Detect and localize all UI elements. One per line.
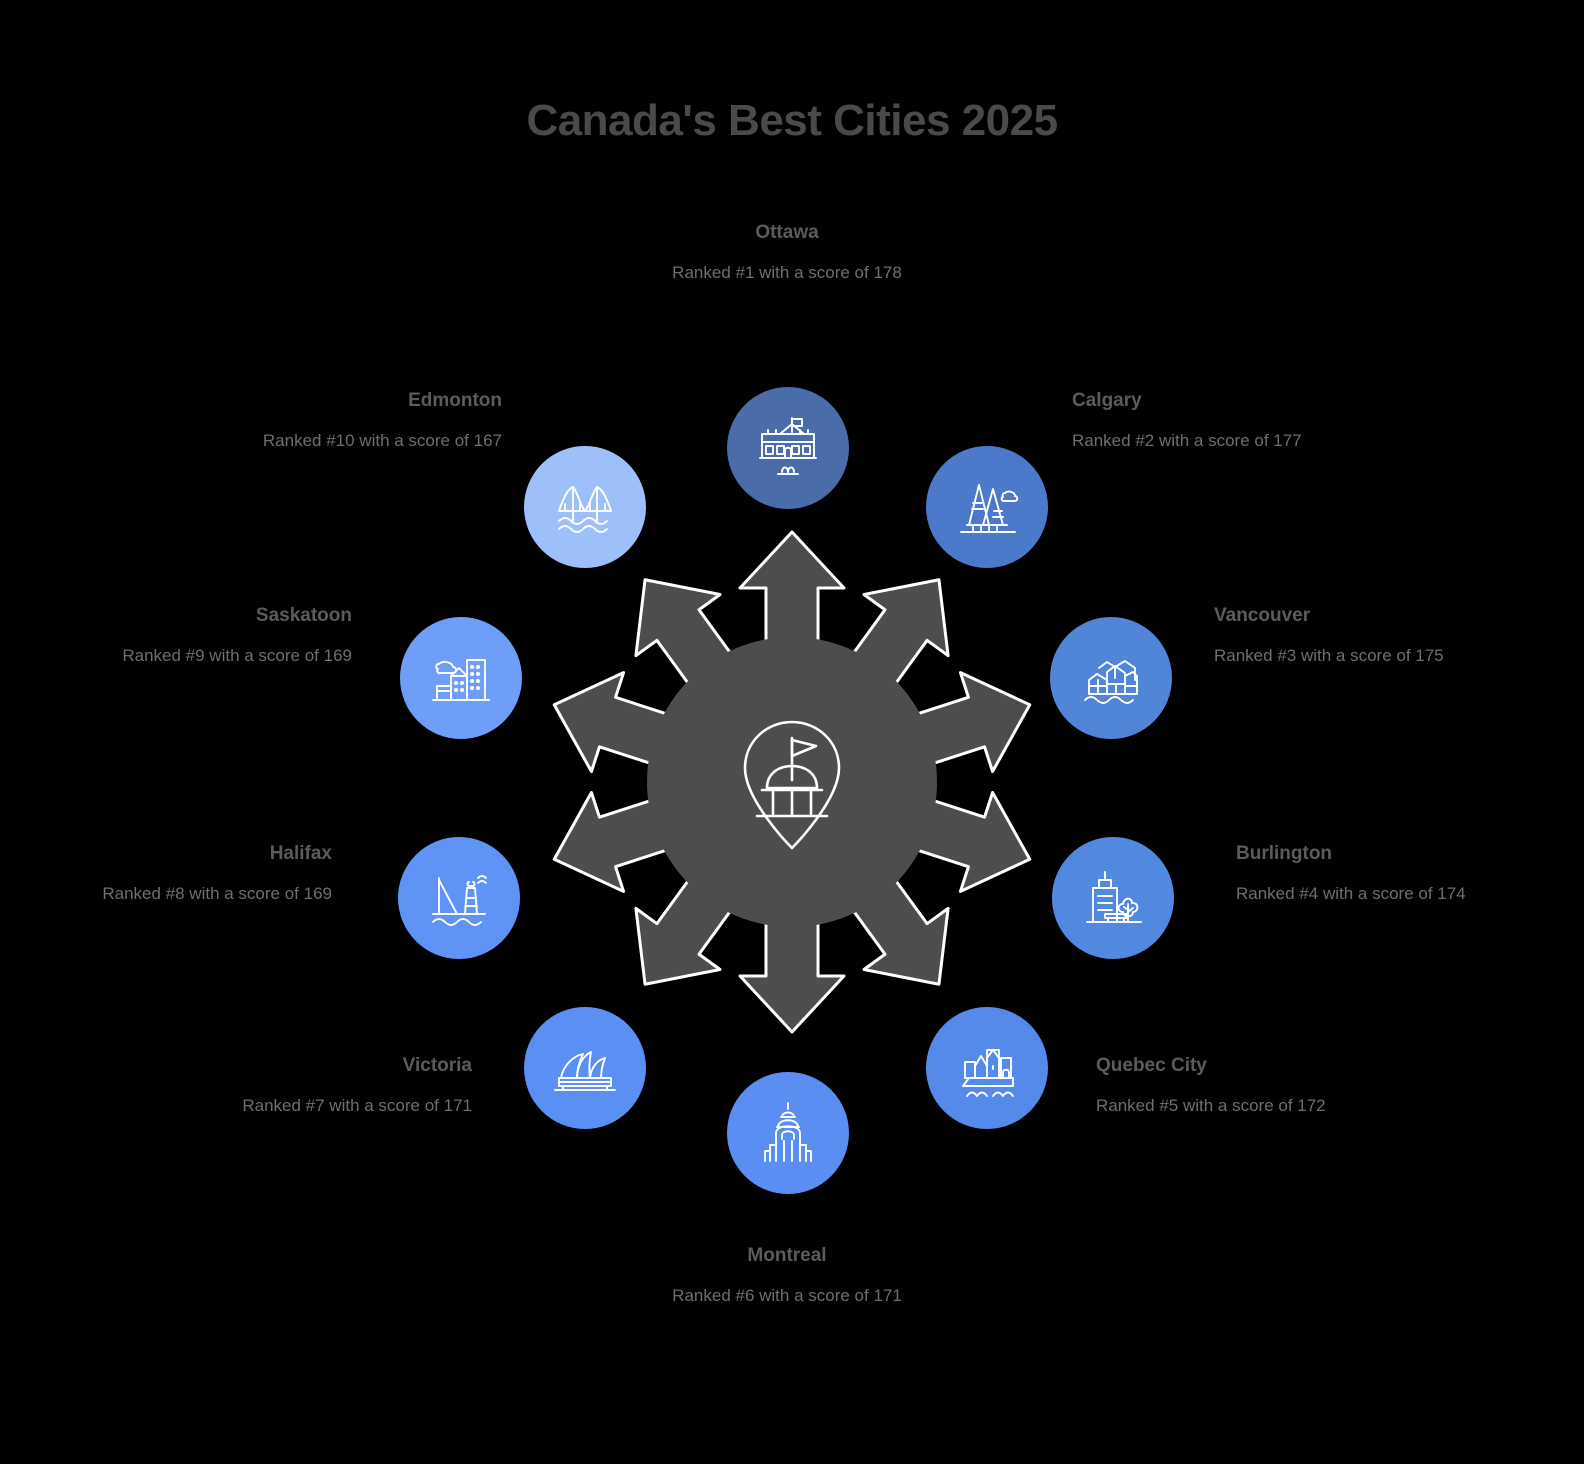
city-name: Edmonton (408, 390, 502, 411)
city-name: Quebec City (1096, 1055, 1207, 1076)
parliament-building-icon (759, 417, 817, 475)
city-label-saskatoon: Saskatoon Ranked #9 with a score of 169 (62, 605, 352, 668)
city-name: Calgary (1072, 390, 1142, 411)
city-label-ottawa: Ottawa Ranked #1 with a score of 178 (622, 222, 952, 285)
city-description: Ranked #8 with a score of 169 (102, 883, 332, 903)
city-description: Ranked #3 with a score of 175 (1214, 645, 1444, 665)
city-description: Ranked #1 with a score of 178 (672, 262, 902, 282)
city-icon-circle-victoria[interactable] (524, 1007, 646, 1129)
city-name: Halifax (269, 843, 332, 864)
city-icon-circle-burlington[interactable] (1052, 837, 1174, 959)
city-description: Ranked #9 with a score of 169 (122, 645, 352, 665)
city-name: Montreal (747, 1245, 827, 1266)
city-description: Ranked #6 with a score of 171 (672, 1285, 902, 1305)
suspension-bridge-icon (558, 486, 612, 533)
city-label-victoria: Victoria Ranked #7 with a score of 171 (182, 1055, 472, 1118)
city-name: Burlington (1236, 843, 1333, 864)
city-name: Victoria (402, 1055, 472, 1076)
city-label-vancouver: Vancouver Ranked #3 with a score of 175 (1214, 605, 1504, 668)
tower-park-bench-icon (1086, 871, 1142, 923)
waterfront-skyline-icon (1084, 660, 1138, 704)
city-icon-circle-saskatoon[interactable] (400, 617, 522, 739)
basilica-tower-icon (764, 1102, 812, 1162)
twin-towers-cloud-icon (960, 484, 1019, 533)
city-icon-circle-ottawa[interactable] (727, 387, 849, 509)
city-label-montreal: Montreal Ranked #6 with a score of 171 (622, 1245, 952, 1308)
city-description: Ranked #2 with a score of 177 (1072, 430, 1302, 450)
city-name: Ottawa (755, 222, 819, 243)
city-icon-circle-vancouver[interactable] (1050, 617, 1172, 739)
city-icon-circle-halifax[interactable] (398, 837, 520, 959)
city-icon-circle-edmonton[interactable] (524, 446, 646, 568)
city-buildings-cloud-icon (432, 659, 490, 701)
map-pin-capitol-icon (743, 720, 841, 850)
city-label-calgary: Calgary Ranked #2 with a score of 177 (1072, 390, 1332, 453)
page-title: Canada's Best Cities 2025 (526, 96, 1058, 145)
city-icon-circle-montreal[interactable] (727, 1072, 849, 1194)
city-icon-circle-calgary[interactable] (926, 446, 1048, 568)
city-label-burlington: Burlington Ranked #4 with a score of 174 (1236, 843, 1526, 906)
city-description: Ranked #10 with a score of 167 (262, 430, 502, 450)
city-description: Ranked #5 with a score of 172 (1096, 1095, 1326, 1115)
city-label-edmonton: Edmonton Ranked #10 with a score of 167 (242, 390, 502, 453)
fortress-skyline-river-icon (962, 1049, 1014, 1097)
city-name: Saskatoon (255, 605, 352, 626)
sailboat-lighthouse-icon (432, 875, 487, 926)
hub-arrow (738, 530, 846, 656)
city-label-quebec-city: Quebec City Ranked #5 with a score of 17… (1096, 1055, 1386, 1118)
radial-hub-arrows (552, 530, 1032, 1034)
hub-circle (647, 637, 937, 927)
city-label-halifax: Halifax Ranked #8 with a score of 169 (42, 843, 332, 906)
city-icon-circle-quebec-city[interactable] (926, 1007, 1048, 1129)
hub-arrow (738, 908, 846, 1034)
city-description: Ranked #4 with a score of 174 (1236, 883, 1466, 903)
city-description: Ranked #7 with a score of 171 (242, 1095, 472, 1115)
opera-house-icon (554, 1051, 616, 1091)
city-name: Vancouver (1214, 605, 1311, 626)
